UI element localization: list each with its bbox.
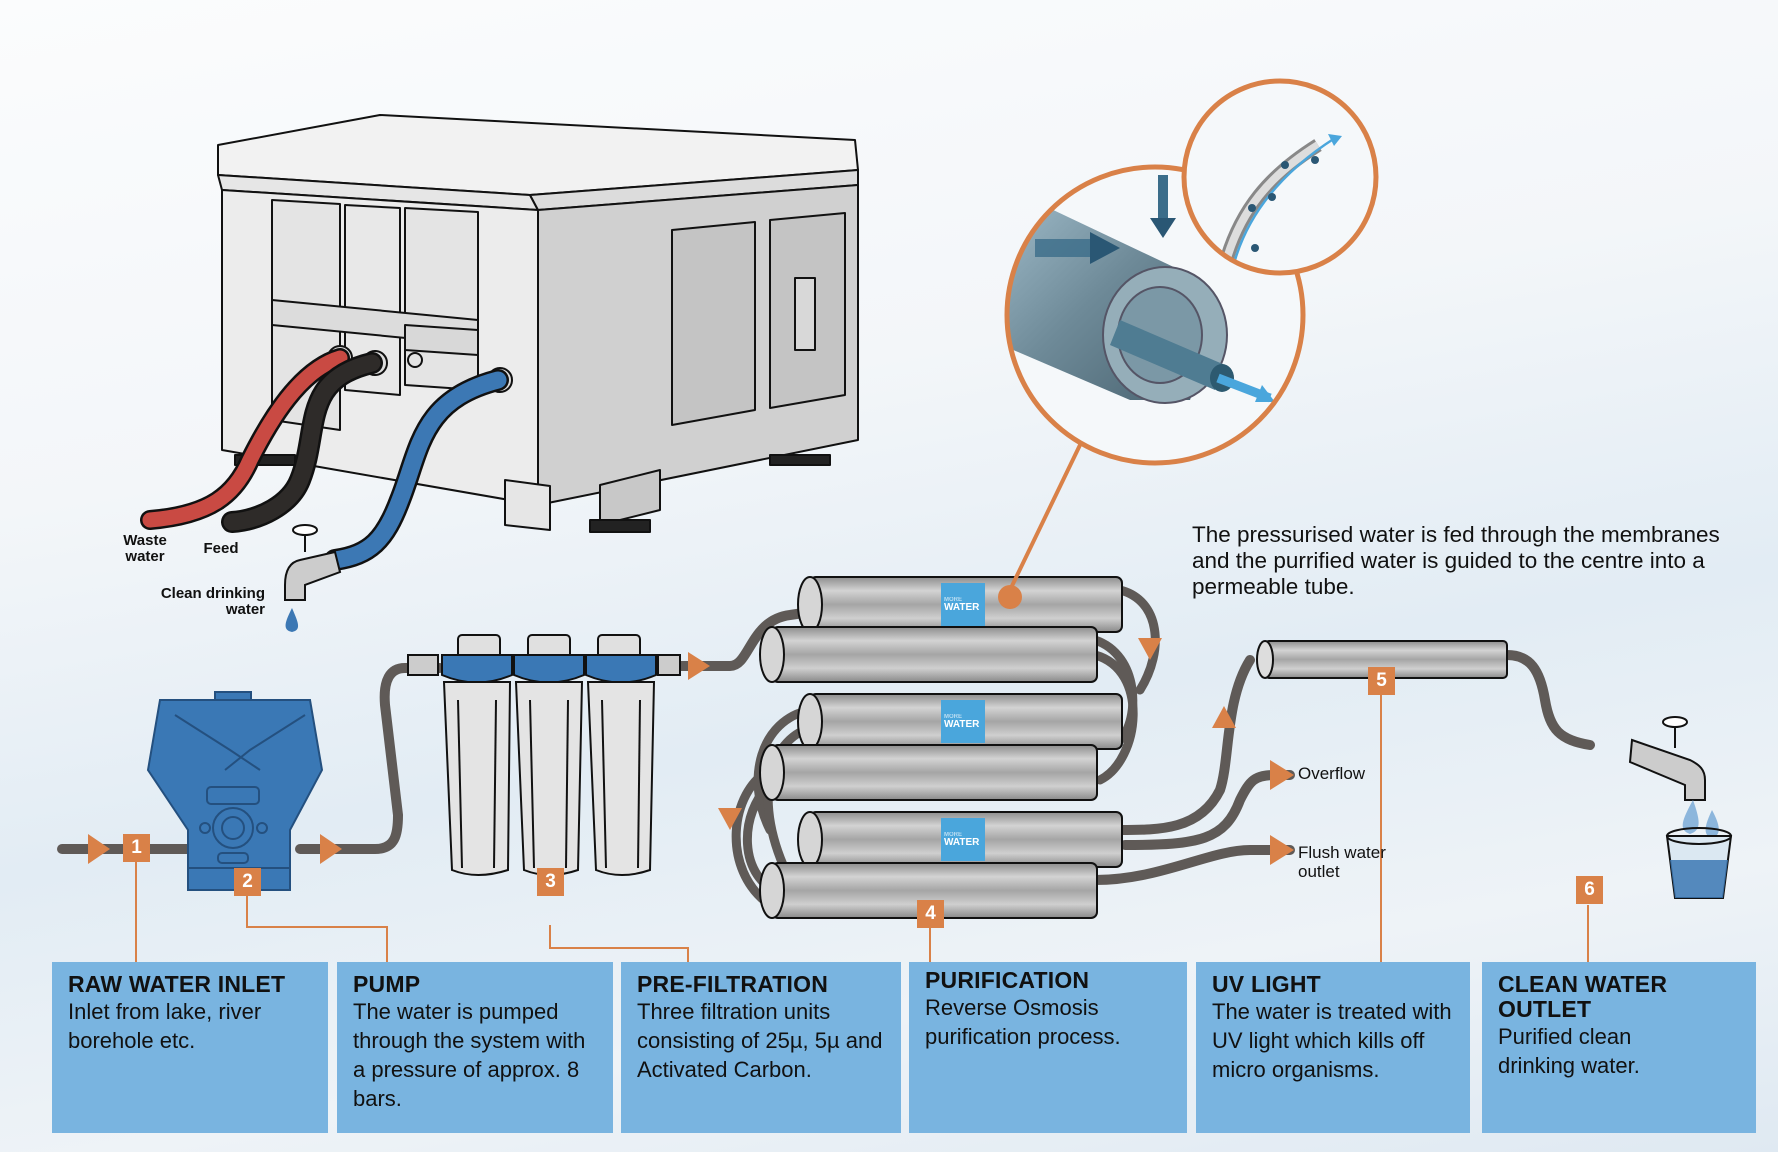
- flow-arrow: [88, 834, 110, 864]
- flow-arrow-overflow: [1270, 760, 1294, 790]
- leader-lines: [135, 695, 1589, 962]
- membrane-tube-end: [759, 626, 785, 683]
- step-box-raw-water-inlet: RAW WATER INLET Inlet from lake, river b…: [52, 962, 328, 1133]
- step-badge-1: 1: [123, 834, 150, 862]
- step-badge-2: 2: [234, 868, 261, 896]
- membrane-tube: [771, 626, 1098, 683]
- step-box-pre-filtration: PRE-FILTRATION Three filtration units co…: [621, 962, 901, 1133]
- feed-label: Feed: [203, 540, 239, 557]
- pre-filters: [407, 634, 681, 876]
- step-title: PRE-FILTRATION: [637, 971, 829, 997]
- step-description: The water is treated with UV light which…: [1212, 999, 1452, 1082]
- membrane-caption: The pressurised water is fed through the…: [1192, 522, 1720, 599]
- container-hoses: [140, 348, 509, 571]
- waste-water-label: Waste water: [123, 532, 167, 565]
- step-badge-4: 4: [917, 900, 944, 928]
- ro-membranes: [759, 576, 1123, 919]
- step-title: UV LIGHT: [1212, 971, 1321, 997]
- water-glass-icon: [1665, 800, 1733, 899]
- step-badge-3: 3: [537, 868, 564, 896]
- step-box-purification: PURIFICATION Reverse Osmosis purificatio…: [909, 962, 1187, 1133]
- membrane-tube-end: [797, 576, 823, 633]
- step-description: Inlet from lake, river borehole etc.: [68, 999, 262, 1053]
- flow-arrow: [718, 808, 742, 830]
- membrane-tube-end: [759, 744, 785, 801]
- permeable-tube-magnifier: [1181, 78, 1379, 276]
- step-description: Purified clean drinking water.: [1498, 1024, 1640, 1078]
- step-box-uv-light: UV LIGHT The water is treated with UV li…: [1196, 962, 1470, 1133]
- step-title: PUMP: [353, 971, 421, 997]
- pipes: [57, 585, 1595, 910]
- clean-water-tap-icon: [1628, 716, 1706, 801]
- filter-unit-5u: [513, 634, 585, 876]
- step-description: Reverse Osmosis purification process.: [925, 995, 1121, 1049]
- step-description: Three filtration units consisting of 25µ…: [637, 999, 883, 1082]
- step-title: CLEAN WATER OUTLET: [1498, 971, 1668, 1022]
- flush-water-outlet-label: Flush water outlet: [1298, 843, 1386, 881]
- step-badge-6: 6: [1576, 876, 1603, 904]
- flow-arrow: [1212, 706, 1236, 728]
- flow-arrows: [88, 638, 1294, 865]
- membrane-tube-end: [797, 811, 823, 868]
- flow-arrow: [1138, 638, 1162, 660]
- flow-arrow: [320, 834, 342, 864]
- flow-arrow-flush: [1270, 835, 1294, 865]
- step-badge-5: 5: [1368, 667, 1395, 695]
- pump: [146, 691, 324, 891]
- clean-drinking-water-label: Clean drinking water: [160, 585, 265, 618]
- flow-arrow: [688, 652, 710, 680]
- filter-unit-25u: [441, 634, 513, 876]
- step-description: The water is pumped through the system w…: [353, 999, 586, 1111]
- step-box-pump: PUMP The water is pumped through the sys…: [337, 962, 613, 1133]
- container-tap-icon: [284, 524, 342, 632]
- uv-tube: [1256, 640, 1508, 679]
- membrane-tube-end: [759, 862, 785, 919]
- step-title: PURIFICATION: [925, 967, 1090, 993]
- step-box-clean-water-outlet: CLEAN WATER OUTLET Purified clean drinki…: [1482, 962, 1756, 1133]
- overflow-label: Overflow: [1298, 764, 1366, 783]
- membrane-tube: [771, 744, 1098, 801]
- filter-unit-carbon: [585, 634, 657, 876]
- membrane-tube-end: [797, 693, 823, 750]
- step-title: RAW WATER INLET: [68, 971, 286, 997]
